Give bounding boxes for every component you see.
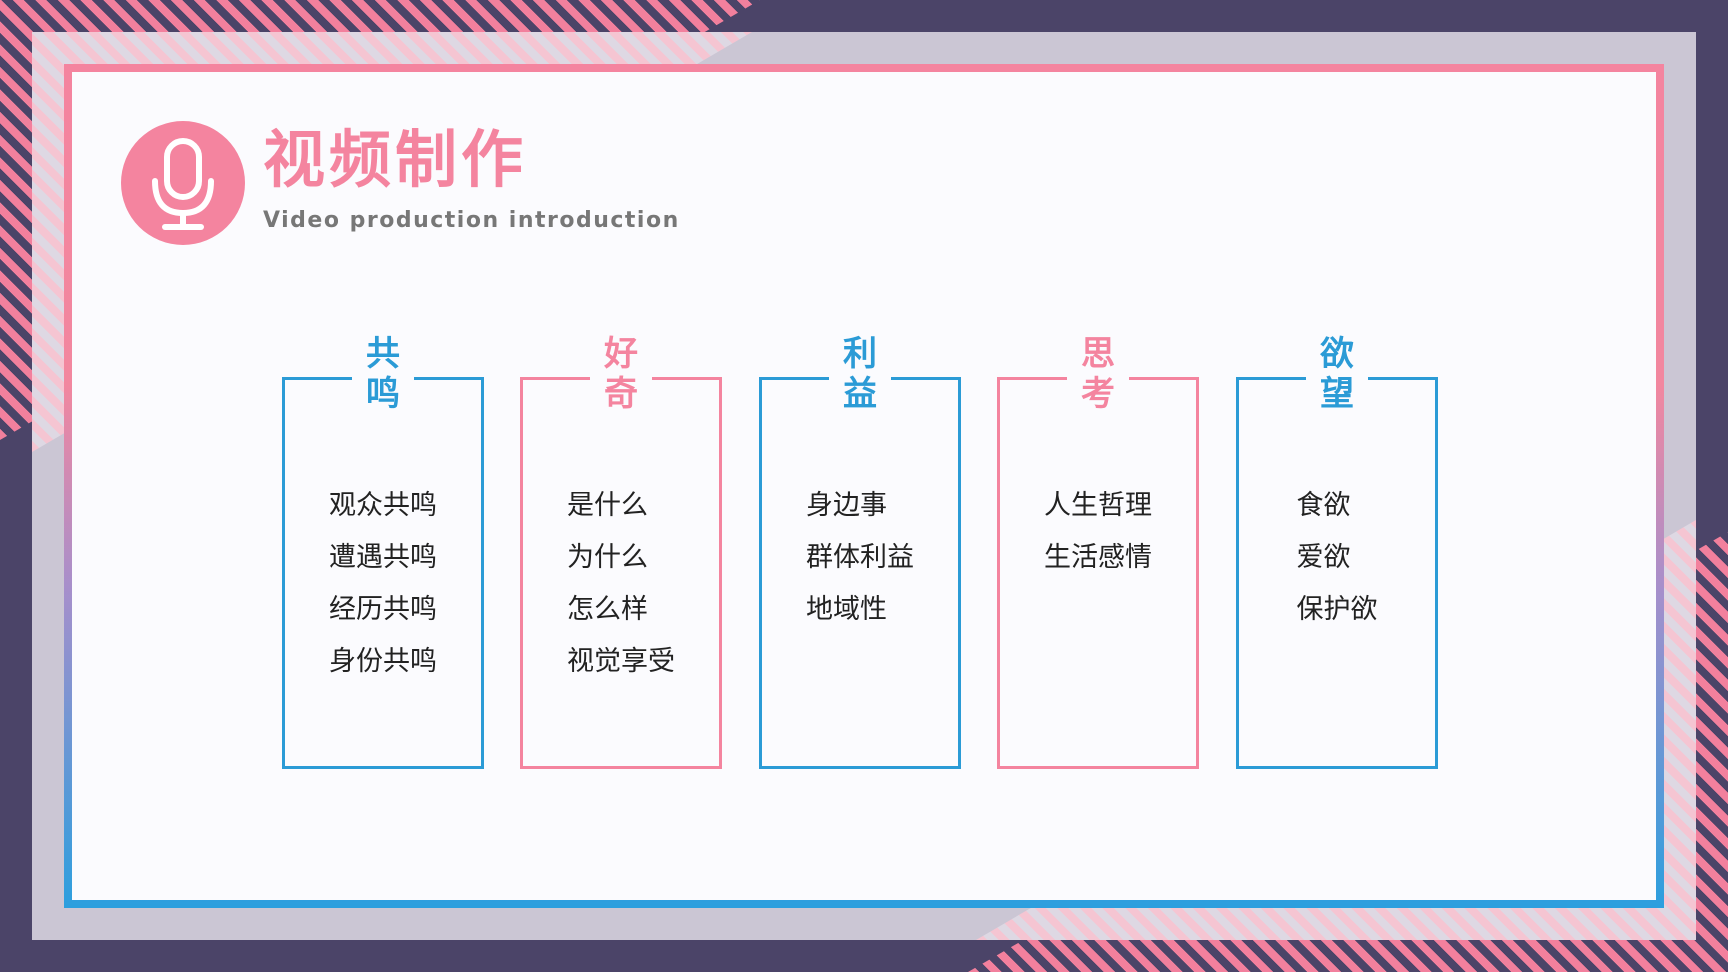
card-curiosity: 好 奇 是什么 为什么 怎么样 视觉享受 xyxy=(520,330,722,769)
card-label-char: 奇 xyxy=(604,374,638,414)
list-item: 身份共鸣 xyxy=(329,646,437,677)
card-item-list: 人生哲理 生活感情 xyxy=(1044,480,1152,584)
card-label-char: 欲 xyxy=(1320,334,1354,374)
card-item-list: 食欲 爱欲 保护欲 xyxy=(1297,480,1378,636)
card-benefit: 利 益 身边事 群体利益 地域性 xyxy=(759,330,961,769)
card-label-char: 益 xyxy=(843,374,877,414)
list-item: 观众共鸣 xyxy=(329,490,437,521)
list-item: 生活感情 xyxy=(1044,542,1152,573)
card-item-list: 观众共鸣 遭遇共鸣 经历共鸣 身份共鸣 xyxy=(329,480,437,688)
list-item: 食欲 xyxy=(1296,490,1351,521)
card-label: 思 考 xyxy=(1067,330,1129,420)
card-resonance: 共 鸣 观众共鸣 遭遇共鸣 经历共鸣 身份共鸣 xyxy=(282,330,484,769)
slide-frame: 视频制作 Video production introduction 共 鸣 观… xyxy=(64,64,1664,908)
list-item: 视觉享受 xyxy=(567,646,675,677)
card-item-list: 是什么 为什么 怎么样 视觉享受 xyxy=(567,480,675,688)
list-item: 是什么 xyxy=(567,490,648,521)
card-label-char: 好 xyxy=(604,334,638,374)
slide-content: 视频制作 Video production introduction 共 鸣 观… xyxy=(72,72,1656,900)
list-item: 群体利益 xyxy=(806,542,914,573)
card-label-char: 考 xyxy=(1081,374,1115,414)
microphone-icon xyxy=(121,121,245,245)
list-item: 怎么样 xyxy=(567,594,648,625)
list-item: 身边事 xyxy=(806,490,887,521)
card-label: 欲 望 xyxy=(1306,330,1368,420)
list-item: 地域性 xyxy=(806,594,887,625)
card-label-char: 鸣 xyxy=(366,374,400,414)
list-item: 人生哲理 xyxy=(1044,490,1152,521)
card-label-char: 望 xyxy=(1320,374,1354,414)
list-item: 为什么 xyxy=(567,542,648,573)
card-label: 利 益 xyxy=(829,330,891,420)
card-item-list: 身边事 群体利益 地域性 xyxy=(806,480,914,636)
list-item: 遭遇共鸣 xyxy=(329,542,437,573)
card-label: 好 奇 xyxy=(590,330,652,420)
card-label-char: 利 xyxy=(843,334,877,374)
page-title: 视频制作 xyxy=(263,123,528,196)
card-thinking: 思 考 人生哲理 生活感情 xyxy=(997,330,1199,769)
list-item: 经历共鸣 xyxy=(329,594,437,625)
card-label-char: 思 xyxy=(1081,334,1115,374)
list-item: 爱欲 xyxy=(1296,542,1351,573)
card-label: 共 鸣 xyxy=(352,330,414,420)
list-item: 保护欲 xyxy=(1296,594,1378,625)
card-desire: 欲 望 食欲 爱欲 保护欲 xyxy=(1236,330,1438,769)
card-label-char: 共 xyxy=(366,334,400,374)
page-subtitle: Video production introduction xyxy=(263,208,680,233)
